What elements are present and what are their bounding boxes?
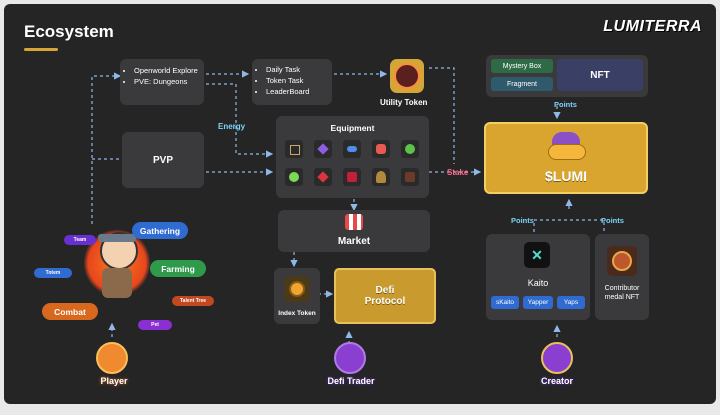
explore-box: Openworld Explore PVE: Dungeons — [120, 59, 204, 105]
defi-trader-label: Defi Trader — [327, 376, 375, 386]
gathering-pill: Gathering — [132, 222, 188, 239]
utility-token-icon — [390, 59, 424, 93]
yapper-tag: Yapper — [523, 296, 553, 309]
points-label-right: Points — [601, 216, 624, 225]
equipment-box: Equipment — [276, 116, 429, 198]
lumi-box: $LUMI — [484, 122, 648, 194]
creator-label: Creator — [540, 376, 573, 386]
pet-pill: Pet — [138, 320, 172, 330]
player-label: Player — [100, 376, 128, 386]
skaito-tag: sKaito — [491, 296, 519, 309]
energy-label: Energy — [218, 122, 246, 131]
title-underline — [24, 48, 58, 51]
nft-tag: NFT — [557, 59, 643, 91]
market-box: Market — [278, 210, 430, 252]
fish-icon — [343, 140, 361, 158]
combat-pill: Combat — [42, 303, 98, 320]
tree-icon — [372, 168, 390, 186]
equipment-title: Equipment — [330, 123, 375, 133]
stake-label: Stake — [447, 168, 469, 177]
market-stall-icon — [345, 214, 363, 230]
page-title: Ecosystem — [24, 22, 114, 41]
defi-trader-avatar — [334, 342, 366, 374]
task-item: LeaderBoard — [266, 86, 330, 97]
seed-green-icon — [285, 168, 303, 186]
talent-tree-pill: Talent Tree — [172, 296, 214, 306]
potion-red-icon — [372, 140, 390, 158]
player-avatar — [96, 342, 128, 374]
kaito-box: ✕ Kaito sKaito Yapper Yaps — [486, 234, 590, 320]
medal-icon — [607, 246, 637, 276]
yaps-tag: Yaps — [557, 296, 585, 309]
explore-item: PVE: Dungeons — [134, 76, 202, 87]
kaito-logo-icon: ✕ — [524, 242, 550, 268]
lumi-label: $LUMI — [545, 168, 587, 184]
treasure-chest-icon — [548, 130, 586, 160]
contributor-label: Contributor medal NFT — [604, 285, 640, 301]
index-token-box: Index Token — [274, 268, 320, 324]
farming-pill: Farming — [150, 260, 206, 277]
defi-protocol-box: Defi Protocol — [334, 268, 436, 324]
player-character — [84, 224, 150, 308]
scroll-icon — [285, 140, 303, 158]
creator-avatar — [541, 342, 573, 374]
leaf-icon — [401, 140, 419, 158]
gem-purple-icon — [314, 140, 332, 158]
crystal-red-icon — [314, 168, 332, 186]
task-item: Token Task — [266, 75, 330, 86]
brand-logo: LUMITERRA — [603, 18, 702, 35]
boots-icon — [401, 168, 419, 186]
index-token-icon — [284, 276, 310, 302]
contributor-medal-box: Contributor medal NFT — [595, 234, 649, 320]
index-token-label: Index Token — [278, 310, 316, 317]
task-item: Daily Task — [266, 64, 330, 75]
market-label: Market — [337, 236, 371, 247]
mystery-box-tag: Mystery Box — [491, 59, 553, 73]
tasks-box: Daily Task Token Task LeaderBoard — [252, 59, 332, 105]
team-pill: Team — [64, 235, 96, 245]
fragment-tag: Fragment — [491, 77, 553, 91]
ruby-icon — [343, 168, 361, 186]
points-label-top: Points — [554, 100, 577, 109]
points-label-left: Points — [511, 216, 534, 225]
utility-token-label: Utility Token — [380, 98, 428, 107]
kaito-label: Kaito — [527, 278, 549, 288]
ecosystem-diagram: Ecosystem LUMITERRA — [4, 4, 716, 404]
pvp-box: PVP — [122, 132, 204, 188]
explore-item: Openworld Explore — [134, 65, 202, 76]
totem-pill: Totem — [34, 268, 72, 278]
